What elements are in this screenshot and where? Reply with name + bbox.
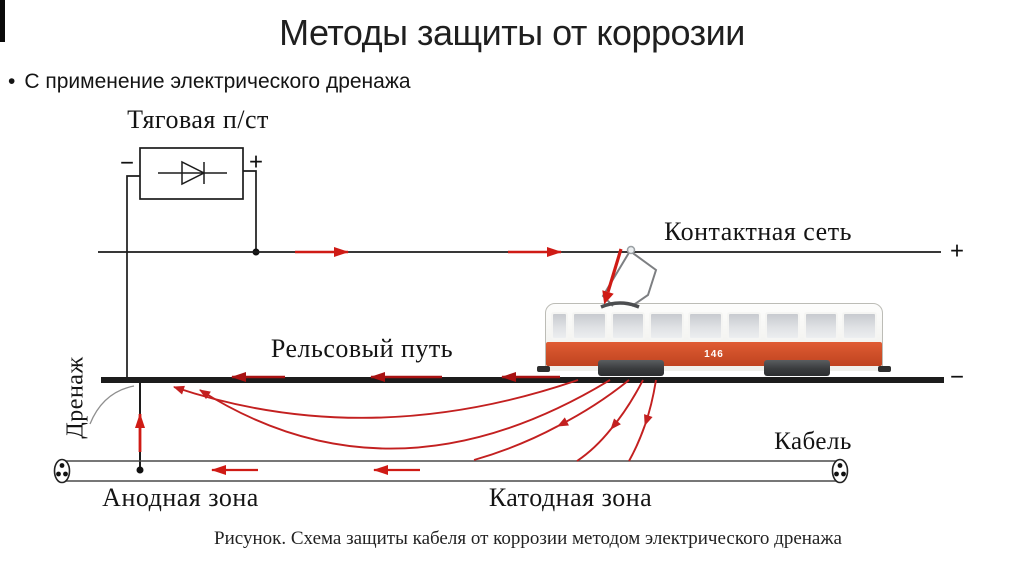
stray-current-arc xyxy=(473,379,630,461)
tram-window xyxy=(726,312,762,340)
tram-number: 146 xyxy=(704,348,724,360)
stray-current-arc xyxy=(628,379,657,462)
tram-skirt xyxy=(549,366,879,371)
substation-positive-wire xyxy=(243,170,257,252)
tram-bogie xyxy=(598,360,664,376)
stray-current-arc xyxy=(576,379,644,462)
tram-window xyxy=(610,312,646,340)
tram-coupler xyxy=(537,366,550,372)
substation-label: Тяговая п/ст xyxy=(127,105,269,134)
tram-window xyxy=(551,312,568,340)
rail-track-label: Рельсовый путь xyxy=(270,334,454,363)
tram-window xyxy=(649,312,684,340)
pantograph-current-arrow xyxy=(602,248,623,305)
rail-minus-sign: − xyxy=(949,364,965,391)
cable-cross-section-left xyxy=(53,458,71,484)
tram-window xyxy=(687,312,723,340)
stray-current-arc xyxy=(199,379,611,450)
cathodic-zone-label: Катодная зона xyxy=(488,483,653,512)
tram-windows xyxy=(551,312,877,340)
cable-shape xyxy=(53,458,849,484)
anodic-zone-label: Анодная зона xyxy=(102,483,259,512)
figure-caption: Рисунок. Схема защиты кабеля от коррозии… xyxy=(214,528,842,549)
drainage-label: Дренаж xyxy=(62,356,89,439)
pantograph xyxy=(600,245,658,309)
substation-negative-wire xyxy=(126,175,140,380)
substation-box xyxy=(139,147,244,200)
contact-line-plus-sign: + xyxy=(949,238,965,265)
diode-symbol xyxy=(158,160,227,186)
bullet-line: • С применение электрического дренажа xyxy=(8,70,411,94)
page-title: Методы защиты от коррозии xyxy=(279,12,745,53)
bullet-text: С применение электрического дренажа xyxy=(24,70,411,93)
substation-plus-sign: + xyxy=(248,149,264,176)
stray-current-arc xyxy=(173,379,579,419)
tram-window xyxy=(842,312,877,340)
substation-minus-sign: − xyxy=(119,150,135,177)
tram-window xyxy=(765,312,800,340)
edge-artifact xyxy=(0,0,5,42)
drainage-cable-dot xyxy=(136,466,144,474)
tram-window xyxy=(572,312,607,340)
tram-image: 146 xyxy=(537,302,891,380)
tram-window xyxy=(803,312,839,340)
drainage-leader-line xyxy=(89,385,135,425)
contact-network-label: Контактная сеть xyxy=(664,217,852,246)
cable-cross-section-right xyxy=(831,458,849,484)
tram-coupler xyxy=(878,366,891,372)
bullet-marker: • xyxy=(8,70,16,93)
cable-label: Кабель xyxy=(774,428,852,455)
tram-bogie xyxy=(764,360,830,376)
